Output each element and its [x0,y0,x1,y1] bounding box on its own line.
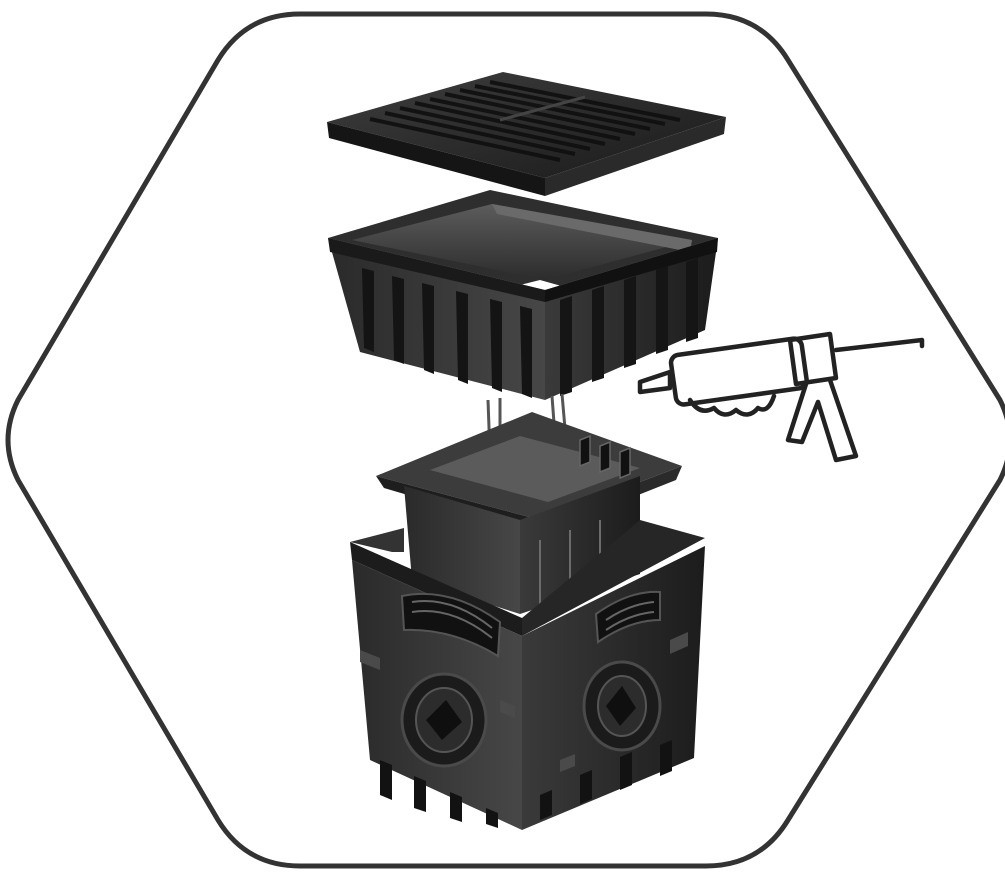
inlet-socket-right [584,662,660,750]
inlet-socket-left [402,674,486,766]
grate-cover [327,72,726,196]
sealant-gun-icon [640,334,922,460]
grate-frame [328,190,718,455]
